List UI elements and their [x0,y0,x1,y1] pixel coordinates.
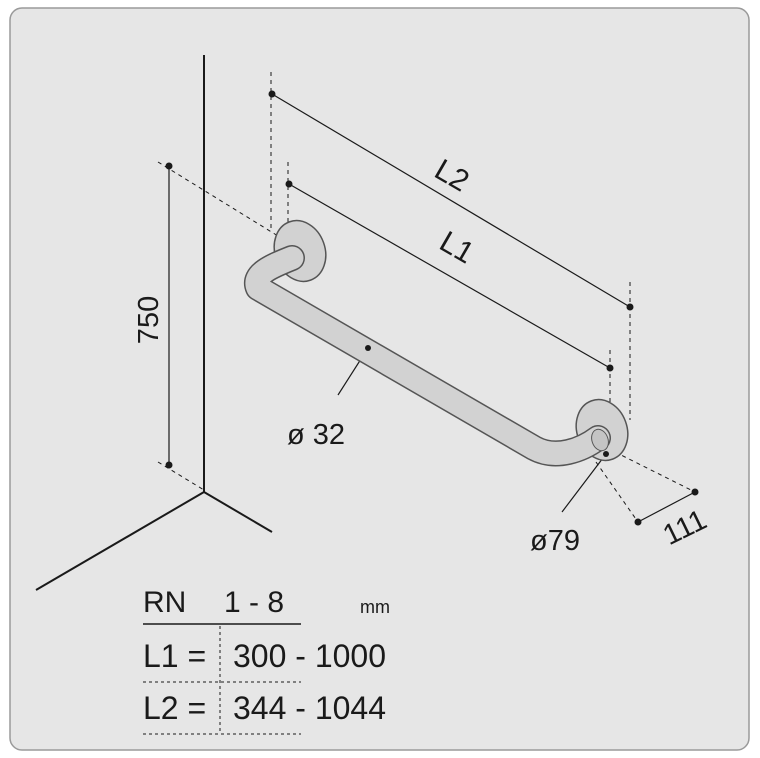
l2-dimension-line [271,93,631,308]
spec-table: RN 1 - 8 mm L1 = 300 - 1000 L2 = 344 - 1… [143,586,390,735]
right-flange-stub [591,428,609,452]
spec-model: RN [143,586,186,619]
height-bottom-dot [165,461,173,469]
flange-diameter-leader [561,453,607,513]
l1-right-dot [606,364,614,372]
bar-diameter-dot [365,345,371,351]
grab-bar-tube [244,245,611,467]
l2-left-dot [268,90,276,98]
dimension-end-points [165,90,699,526]
l2-right-dot [626,303,634,311]
flange-diameter-label: ø79 [530,525,580,557]
extension-lines [157,72,696,523]
spec-range: 1 - 8 [224,586,284,619]
grab-bar-body [245,246,610,465]
projection-right-dot [691,488,699,496]
spec-unit: mm [360,597,390,617]
spec-row-l1-value: 300 - 1000 [233,638,386,674]
flange-diameter-dot [603,451,609,457]
projection-dimension-line [637,491,696,523]
spec-row-l1-label: L1 = [143,638,206,674]
height-label: 750 [133,296,165,344]
height-bottom-extension [157,461,205,491]
height-top-dot [165,162,173,170]
spec-row-l2-label: L2 = [143,690,206,726]
l1-dimension-line [288,183,611,369]
bar-diameter-label: ø 32 [287,419,345,451]
wall-corner [35,55,273,591]
floor-edge-right [203,491,273,533]
projection-left-dot [634,518,642,526]
floor-edge-left [35,491,205,591]
spec-row-l2-value: 344 - 1044 [233,690,386,726]
l1-left-dot [285,180,293,188]
background-panel [9,7,750,751]
projection-wall-extension [614,451,696,493]
